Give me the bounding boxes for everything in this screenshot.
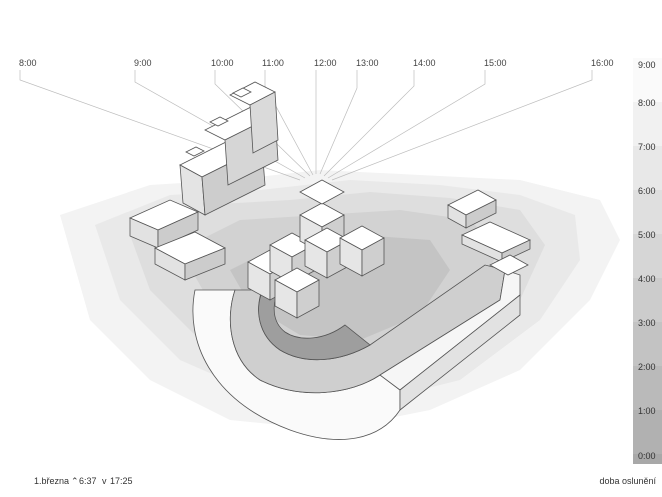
time-label-15: 15:00 xyxy=(484,58,507,68)
legend-cell: 1:00 xyxy=(633,406,662,454)
tall-building xyxy=(179,81,279,216)
legend-cell: 8:00 xyxy=(633,98,662,146)
legend-cell: 5:00 xyxy=(633,230,662,278)
legend-cell: 0:00 xyxy=(633,451,662,464)
time-label-14: 14:00 xyxy=(413,58,436,68)
legend-label: 3:00 xyxy=(638,318,656,328)
time-label-10: 10:00 xyxy=(211,58,234,68)
legend-label: 6:00 xyxy=(638,186,656,196)
time-label-11: 11:00 xyxy=(262,58,284,68)
legend-label: 4:00 xyxy=(638,274,656,284)
time-label-13: 13:00 xyxy=(356,58,379,68)
legend-title: doba oslunění xyxy=(599,476,656,486)
legend-cell: 4:00 xyxy=(633,274,662,322)
date-label: 1.března xyxy=(34,476,70,486)
sunset-arrow-down-icon: v xyxy=(102,476,107,486)
legend-label: 0:00 xyxy=(638,451,656,461)
curved-building xyxy=(192,264,521,440)
sunrise-arrow-up-icon: ⌃ xyxy=(71,476,79,486)
time-label-12: 12:00 xyxy=(314,58,337,68)
legend-cell: 3:00 xyxy=(633,318,662,366)
time-label-16: 16:00 xyxy=(591,58,614,68)
sunset-time: 17:25 xyxy=(110,476,133,486)
legend-cell: 6:00 xyxy=(633,186,662,234)
legend-label: 9:00 xyxy=(638,60,656,70)
legend-label: 1:00 xyxy=(638,406,656,416)
legend-cell: 7:00 xyxy=(633,142,662,190)
sunrise-time: 6:37 xyxy=(79,476,97,486)
legend-cell: 2:00 xyxy=(633,362,662,410)
cube-cluster xyxy=(247,179,385,319)
legend-label: 2:00 xyxy=(638,362,656,372)
sun-ray-lines xyxy=(19,70,593,181)
legend-cell: 9:00 xyxy=(633,58,662,102)
time-label-8: 8:00 xyxy=(19,58,37,68)
left-blocks xyxy=(129,199,226,281)
legend-label: 7:00 xyxy=(638,142,656,152)
legend-label: 8:00 xyxy=(638,98,656,108)
right-blocks xyxy=(447,189,531,276)
legend-label: 5:00 xyxy=(638,230,656,240)
time-label-9: 9:00 xyxy=(134,58,152,68)
